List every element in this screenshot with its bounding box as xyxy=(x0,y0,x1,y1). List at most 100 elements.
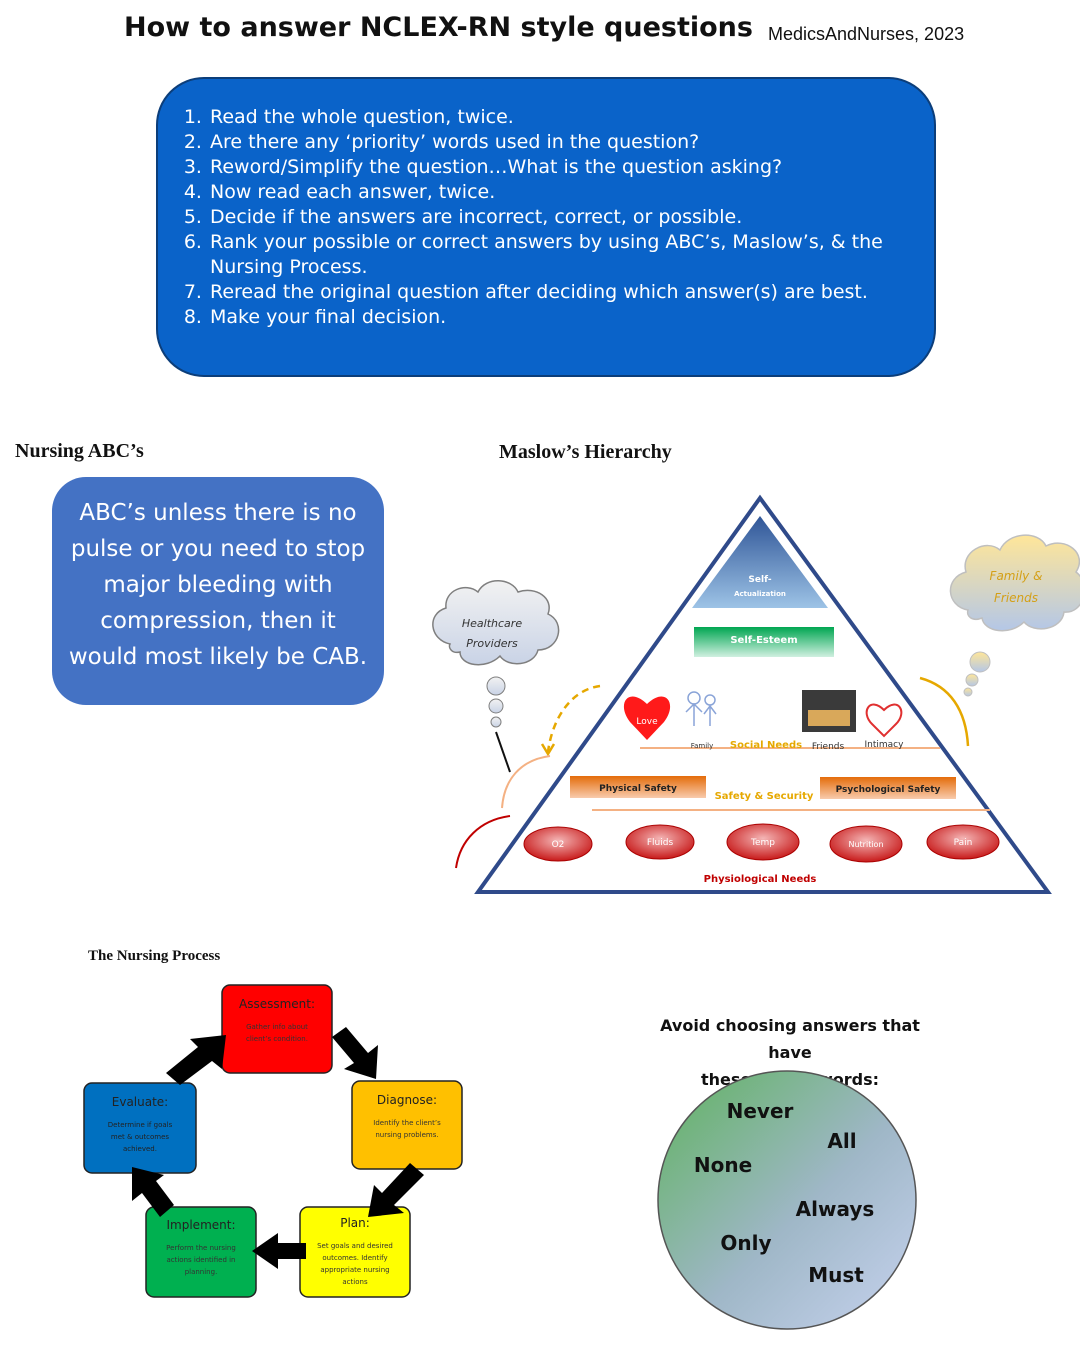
cloud-family-line1: Family & xyxy=(990,569,1043,583)
decor-arc xyxy=(501,755,551,809)
decor-arc xyxy=(455,815,511,869)
psychological-safety-label: Psychological Safety xyxy=(836,785,941,795)
steps-box: Read the whole question, twice. Are ther… xyxy=(156,77,936,377)
o2-label: O2 xyxy=(552,840,565,850)
word-never: Never xyxy=(727,1099,794,1123)
self-actualization-label-1: Self- xyxy=(748,575,771,585)
self-actualization-block xyxy=(692,516,828,608)
assessment-desc-2: client’s condition. xyxy=(246,1035,308,1043)
cloud-healthcare-line2: Providers xyxy=(466,637,518,650)
cloud-bubble xyxy=(965,673,979,687)
diagnose-title: Diagnose: xyxy=(377,1093,437,1107)
self-actualization-label-2: Actualization xyxy=(734,590,786,598)
cloud-healthcare-line1: Healthcare xyxy=(462,617,522,630)
friends-label: Friends xyxy=(812,742,845,752)
steps-list: Read the whole question, twice. Are ther… xyxy=(178,105,928,330)
plan-desc-2: outcomes. Identify xyxy=(322,1254,387,1262)
implement-desc-1: Perform the nursing xyxy=(166,1244,236,1252)
plan-desc-4: actions xyxy=(342,1278,368,1286)
arrow-implement-to-evaluate xyxy=(132,1167,174,1217)
step-item: Are there any ‘priority’ words used in t… xyxy=(208,130,928,155)
step-item: Read the whole question, twice. xyxy=(208,105,928,130)
word-must: Must xyxy=(808,1263,864,1287)
abc-box: ABC’s unless there is no pulse or you ne… xyxy=(52,477,384,705)
cloud-family-line2: Friends xyxy=(994,591,1038,605)
word-all: All xyxy=(827,1129,856,1153)
maslow-heading: Maslow’s Hierarchy xyxy=(499,441,672,463)
evaluate-title: Evaluate: xyxy=(112,1095,168,1109)
diagnose-desc-1: Identify the client’s xyxy=(373,1119,441,1127)
plan-desc-3: appropriate nursing xyxy=(320,1266,389,1274)
arrow-evaluate-to-assessment xyxy=(166,1035,226,1085)
cloud-family xyxy=(949,534,1080,632)
evaluate-desc-2: met & outcomes xyxy=(111,1133,169,1141)
nutrition-label: Nutrition xyxy=(848,840,883,849)
oval-o2 xyxy=(523,826,593,862)
cloud-bubble xyxy=(490,716,502,728)
cloud-bubble xyxy=(969,651,991,673)
oval-pain xyxy=(926,824,1000,860)
love-label: Love xyxy=(636,717,658,727)
global-words-circle: Never All None Always Only Must xyxy=(657,1070,917,1330)
implement-title: Implement: xyxy=(167,1218,236,1232)
oval-nutrition xyxy=(829,825,903,863)
assessment-title: Assessment: xyxy=(239,997,315,1011)
psychological-safety-block xyxy=(820,777,956,799)
arrow-plan-to-implement xyxy=(252,1233,306,1269)
evaluate-desc-1: Determine if goals xyxy=(108,1121,173,1129)
assessment-box xyxy=(221,984,333,1074)
step-item: Reword/Simplify the question…What is the… xyxy=(208,155,928,180)
word-always: Always xyxy=(796,1197,875,1221)
fluids-label: Fluids xyxy=(647,838,674,848)
evaluate-desc-3: achieved. xyxy=(123,1145,157,1153)
words-circle xyxy=(657,1070,917,1330)
family-label: Family xyxy=(691,742,714,750)
oval-temp xyxy=(726,823,800,861)
decor-arc xyxy=(919,676,970,747)
pain-label: Pain xyxy=(954,838,973,848)
arrow-head xyxy=(540,743,556,757)
cycle-arrows xyxy=(132,1027,424,1269)
intimacy-label: Intimacy xyxy=(865,740,905,750)
maslow-diagram: Self- Actualization Self-Esteem Love Fam… xyxy=(432,494,1080,894)
step-item: Reread the original question after decid… xyxy=(208,280,928,305)
assessment-desc-1: Gather info about xyxy=(246,1023,308,1031)
oval-fluids xyxy=(625,824,695,860)
arrow-diagnose-to-plan xyxy=(368,1163,424,1217)
step-item: Make your final decision. xyxy=(208,305,928,330)
cloud-bubble xyxy=(963,687,973,697)
social-needs-label: Social Needs xyxy=(730,740,802,751)
family-icon xyxy=(685,691,717,726)
intimacy-heart-icon xyxy=(865,703,903,738)
heart-icon xyxy=(623,696,671,740)
cloud-healthcare xyxy=(432,580,560,666)
self-esteem-block xyxy=(694,627,834,657)
global-words-heading-line1: Avoid choosing answers that have xyxy=(660,1016,920,1062)
safety-security-label: Safety & Security xyxy=(715,791,814,802)
step-item: Now read each answer, twice. xyxy=(208,180,928,205)
abc-heading: Nursing ABC’s xyxy=(15,440,144,462)
step-item: Rank your possible or correct answers by… xyxy=(208,230,928,280)
physical-safety-label: Physical Safety xyxy=(599,784,677,794)
diagnose-desc-2: nursing problems. xyxy=(375,1131,438,1139)
physical-safety-block xyxy=(570,776,706,798)
step-item: Decide if the answers are incorrect, cor… xyxy=(208,205,928,230)
cloud-bubble xyxy=(488,698,504,714)
implement-desc-2: actions identified in xyxy=(166,1256,235,1264)
nursing-process-cycle: Assessment: Gather info about client’s c… xyxy=(83,984,463,1298)
word-none: None xyxy=(694,1153,752,1177)
friends-photo-detail xyxy=(808,710,850,726)
nursing-process-heading: The Nursing Process xyxy=(88,948,221,964)
self-esteem-label: Self-Esteem xyxy=(730,635,797,646)
plan-desc-1: Set goals and desired xyxy=(317,1242,393,1250)
cloud-pointer-line xyxy=(495,731,511,773)
cloud-bubble xyxy=(486,676,506,696)
implement-desc-3: planning. xyxy=(185,1268,218,1276)
arrow-assessment-to-diagnose xyxy=(332,1027,378,1079)
plan-title: Plan: xyxy=(340,1216,370,1230)
page-title: How to answer NCLEX-RN style questions xyxy=(124,12,753,43)
credit-text: MedicsAndNurses, 2023 xyxy=(768,24,965,44)
word-only: Only xyxy=(720,1231,771,1255)
temp-label: Temp xyxy=(750,838,775,848)
physiological-needs-label: Physiological Needs xyxy=(704,874,817,885)
